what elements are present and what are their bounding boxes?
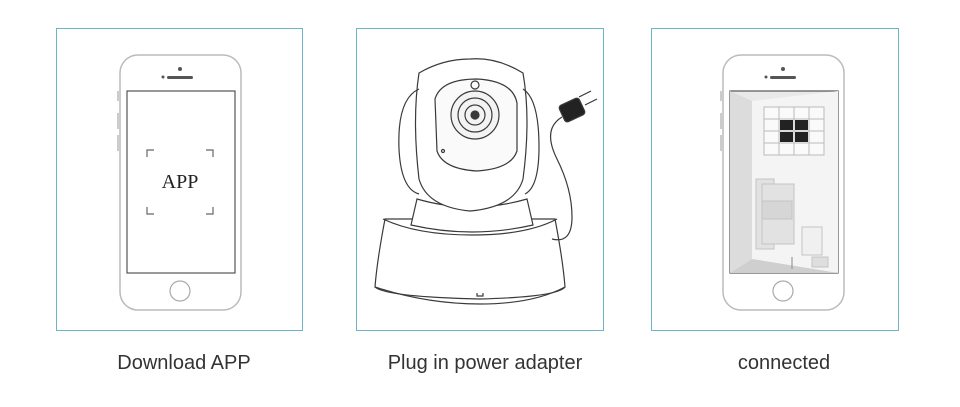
smartphone-app-icon: APP [117,54,242,311]
phone-screen-app-label: APP [162,171,199,193]
caption-plug-in-power-adapter: Plug in power adapter [387,352,583,374]
step-power-adapter-panel [356,28,604,331]
step-connected-panel [651,28,899,331]
caption-download-app: Download APP [117,352,251,374]
security-camera-with-plug-icon [374,58,598,305]
step-download-app-panel: APP [56,28,303,331]
smartphone-live-view-icon [720,54,845,311]
caption-connected: connected [737,352,831,374]
